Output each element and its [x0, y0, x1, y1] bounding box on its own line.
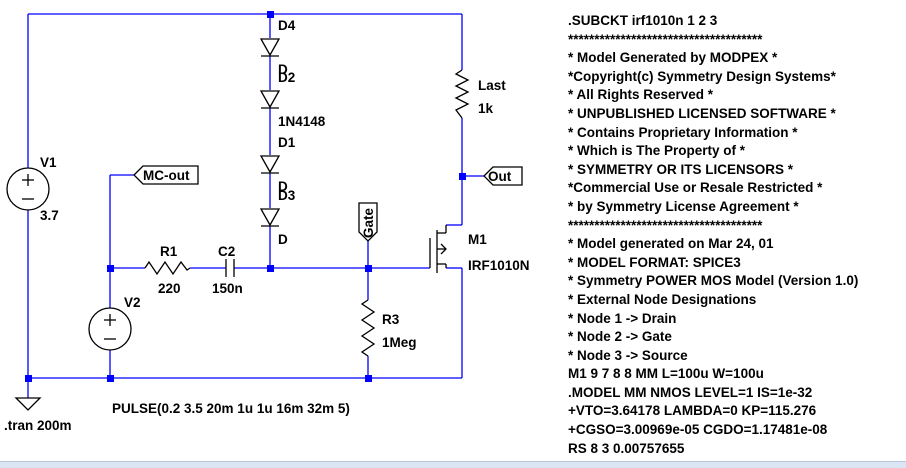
c2-name: C2	[218, 244, 235, 259]
spice-line: *Copyright(c) Symmetry Design Systems*	[568, 68, 836, 84]
spice-line: *************************************	[568, 31, 763, 47]
spice-line: +CGSO=3.00969e-05 CGDO=1.17481e-08	[568, 422, 828, 438]
r3-value: 1Meg	[382, 335, 417, 350]
v2-source[interactable]	[88, 307, 132, 351]
m1-value: IRF1010N	[468, 258, 530, 273]
gate-label-text: Gate	[361, 207, 376, 238]
d2-value: 1N4148	[278, 114, 326, 129]
v2-name: V2	[124, 295, 141, 310]
ground-symbol	[14, 397, 42, 411]
spice-line: * Which is The Property of *	[568, 143, 746, 159]
window-bottom-edge	[0, 461, 906, 468]
m1-mosfet[interactable]	[429, 225, 447, 273]
spice-line: * UNPUBLISHED LICENSED SOFTWARE *	[568, 105, 836, 121]
last-name: Last	[478, 78, 506, 93]
v1-value: 3.7	[40, 208, 59, 223]
d1-name: D1	[278, 135, 296, 150]
r1-name: R1	[160, 244, 178, 259]
spice-line: .MODEL MM NMOS LEVEL=1 IS=1e-32	[568, 384, 813, 400]
d4-value: D	[278, 62, 288, 77]
spice-line: *************************************	[568, 217, 763, 233]
c2-value: 150n	[212, 281, 243, 296]
pulse-directive[interactable]: PULSE(0.2 3.5 20m 1u 1u 16m 32m 5)	[112, 401, 350, 416]
d3-value: D	[278, 232, 288, 247]
spice-line: * All Rights Reserved *	[568, 87, 714, 103]
spice-line: * Symmetry POWER MOS Model (Version 1.0)	[568, 273, 859, 289]
spice-line: * Model Generated by MODPEX *	[568, 50, 778, 66]
v1-source[interactable]	[6, 167, 50, 211]
spice-line: RS 8 3 0.00757655	[568, 440, 685, 456]
out-label-text: Out	[488, 169, 512, 184]
spice-line: * MODEL FORMAT: SPICE3	[568, 254, 741, 270]
spice-line: * Node 3 -> Source	[568, 347, 688, 363]
r1-resistor[interactable]	[144, 260, 191, 276]
gate-net-label[interactable]: Gate	[358, 202, 378, 242]
tran-directive[interactable]: .tran 200m	[4, 418, 72, 433]
spice-model-listing[interactable]: .SUBCKT irf1010n 1 2 3 ******************…	[568, 12, 904, 458]
d4-diode[interactable]	[259, 38, 281, 57]
spice-line: * Model generated on Mar 24, 01	[568, 236, 774, 252]
spice-line: * Contains Proprietary Information *	[568, 124, 798, 140]
d3-name: D3	[278, 188, 296, 203]
out-net-label[interactable]: Out	[483, 166, 523, 186]
junction-dots	[25, 11, 466, 382]
d2-name: D2	[278, 70, 295, 85]
v1-name: V1	[40, 155, 57, 170]
spice-line: *Commercial Use or Resale Restricted *	[568, 180, 823, 196]
r3-name: R3	[382, 312, 400, 327]
c2-capacitor[interactable]	[225, 259, 235, 277]
d1-value: D	[278, 179, 288, 194]
mc-out-net-label[interactable]: MC-out	[133, 165, 199, 185]
m1-name: M1	[468, 232, 487, 247]
d2-diode[interactable]	[259, 90, 281, 109]
spice-line: .SUBCKT irf1010n 1 2 3	[568, 13, 718, 28]
spice-line: * Node 1 -> Drain	[568, 310, 677, 326]
last-resistor[interactable]	[454, 69, 470, 119]
d1-diode[interactable]	[259, 155, 281, 174]
r1-value: 220	[158, 281, 181, 296]
d3-diode[interactable]	[259, 208, 281, 227]
r3-resistor[interactable]	[360, 299, 376, 357]
spice-line: * SYMMETRY OR ITS LICENSORS *	[568, 161, 794, 177]
last-value: 1k	[478, 101, 494, 116]
spice-line: +VTO=3.64178 LAMBDA=0 KP=115.276	[568, 403, 817, 419]
spice-line: * by Symmetry License Agreement *	[568, 198, 799, 214]
d4-name: D4	[278, 18, 296, 33]
spice-line: M1 9 7 8 8 MM L=100u W=100u	[568, 366, 764, 382]
spice-line: * External Node Designations	[568, 291, 757, 307]
spice-line: * Node 2 -> Gate	[568, 329, 672, 345]
mc-out-label-text: MC-out	[143, 168, 190, 183]
